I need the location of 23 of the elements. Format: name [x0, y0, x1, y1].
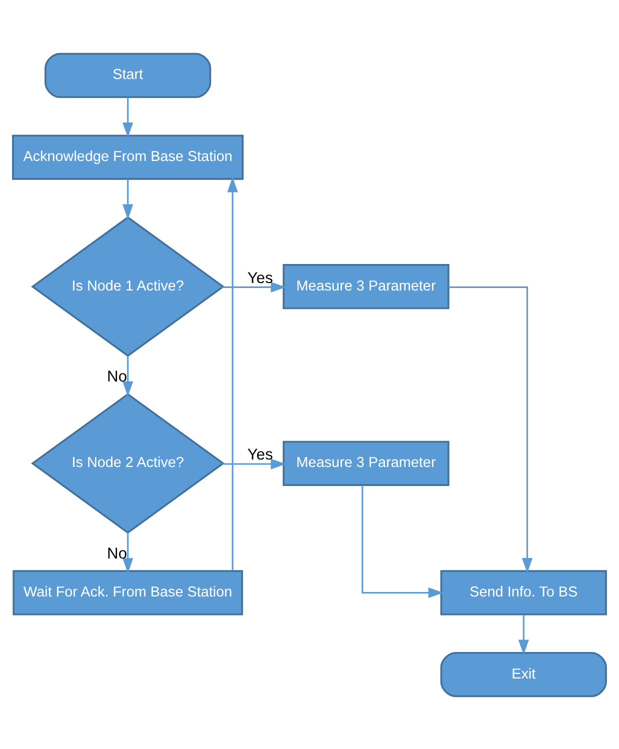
arrow — [222, 458, 286, 469]
arrow — [122, 96, 134, 138]
arrow — [448, 286, 533, 573]
edge-label: Yes — [247, 269, 273, 286]
arrow — [122, 532, 134, 573]
node-box: Exit — [440, 651, 607, 697]
node-box: Acknowledge From Base Station — [12, 134, 244, 180]
edge-label: No — [107, 544, 128, 562]
node-diamond: Is Node 2 Active? — [31, 392, 225, 534]
node-diamond: Is Node 1 Active? — [31, 216, 225, 356]
arrow — [122, 178, 134, 219]
arrow — [122, 355, 134, 396]
arrow — [518, 614, 529, 654]
arrow — [362, 484, 444, 598]
arrow — [227, 176, 238, 570]
node-box: Send Info. To BS — [440, 570, 607, 615]
edge-label: No — [107, 368, 128, 386]
node-box: Measure 3 Parameter — [282, 440, 450, 486]
arrow — [222, 281, 286, 292]
node-box: Start — [44, 52, 212, 98]
node-box: Measure 3 Parameter — [282, 264, 450, 309]
node-box: Wait For Ack. From Base Station — [12, 570, 244, 615]
edge-label: Yes — [247, 446, 273, 464]
